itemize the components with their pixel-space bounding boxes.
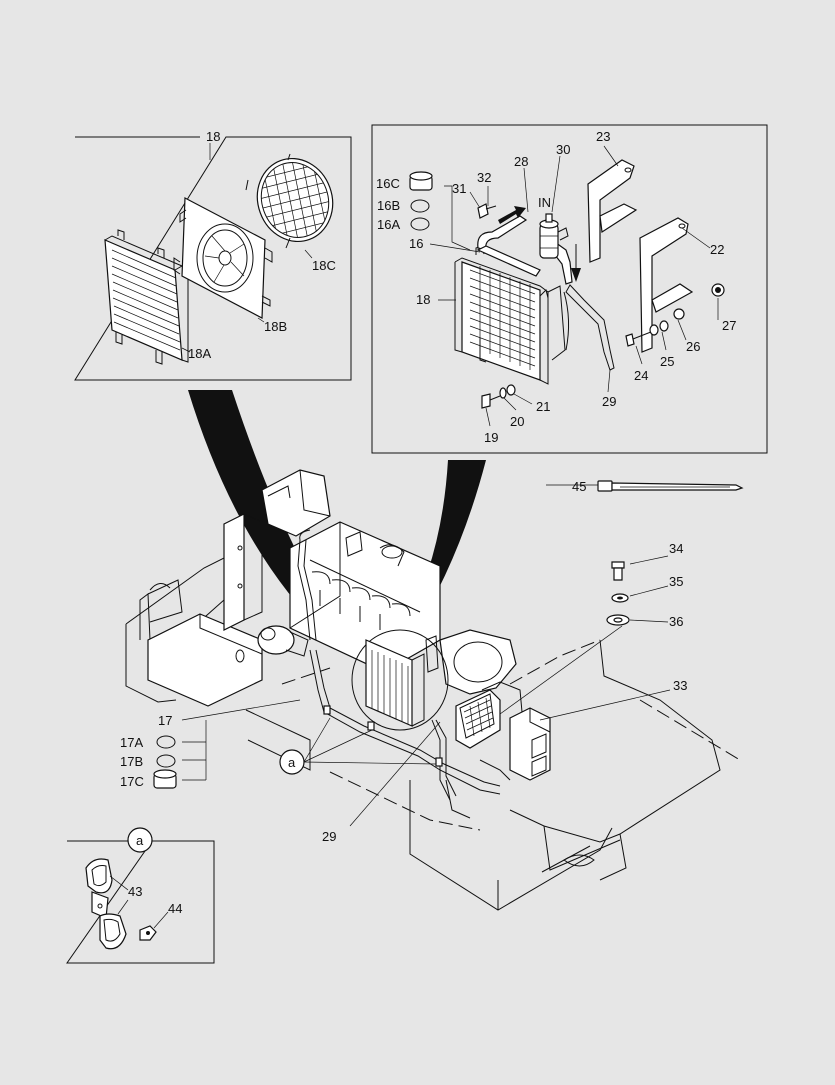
- callout-labels: 18 18A 18B 18C 16C 16B 16A 16 18 31 32 2…: [120, 129, 736, 916]
- detail-ref-circle-a: [279, 749, 305, 775]
- receiver-drier-part: [539, 213, 569, 259]
- label-17A: 17A: [120, 735, 143, 750]
- label-34: 34: [669, 541, 683, 556]
- bolt-washer-set: [606, 561, 630, 626]
- label-a-main: a: [288, 755, 296, 770]
- fan-guard-grille-part: [245, 153, 336, 249]
- label-19: 19: [484, 430, 498, 445]
- hydraulic-tank: [147, 583, 263, 707]
- hardware-bolts-nuts: [409, 171, 725, 409]
- label-16A: 16A: [377, 217, 400, 232]
- leaders-right-box: [429, 145, 719, 427]
- label-44: 44: [168, 901, 182, 916]
- cable-tie-part: [597, 480, 744, 492]
- label-18-right: 18: [416, 292, 430, 307]
- label-16: 16: [409, 236, 423, 251]
- label-43: 43: [128, 884, 142, 899]
- label-18-top: 18: [206, 129, 220, 144]
- label-17C: 17C: [120, 774, 144, 789]
- label-25: 25: [660, 354, 674, 369]
- label-23: 23: [596, 129, 610, 144]
- alternator: [257, 625, 309, 657]
- o-ring-cap-set-17: [153, 735, 177, 789]
- label-26: 26: [686, 339, 700, 354]
- flywheel-housing: [439, 629, 517, 695]
- label-18A: 18A: [188, 346, 211, 361]
- label-28: 28: [514, 154, 528, 169]
- condenser-on-machine: [351, 629, 449, 731]
- label-22: 22: [710, 242, 724, 257]
- detail-box-a: [66, 827, 215, 964]
- label-18C: 18C: [312, 258, 336, 273]
- detail-box-condenser: [371, 124, 768, 454]
- label-17B: 17B: [120, 754, 143, 769]
- label-29-bottom: 29: [322, 829, 336, 844]
- engine-block: [261, 469, 441, 673]
- label-16B: 16B: [377, 198, 400, 213]
- label-16C: 16C: [376, 176, 400, 191]
- label-31: 31: [452, 181, 466, 196]
- label-17: 17: [158, 713, 172, 728]
- leaders-main: [181, 484, 671, 827]
- label-IN: IN: [538, 195, 551, 210]
- label-24: 24: [634, 368, 648, 383]
- flow-arrows: [498, 206, 581, 282]
- label-a-detail: a: [136, 833, 144, 848]
- label-32: 32: [477, 170, 491, 185]
- side-panel: [223, 513, 263, 631]
- label-29-right: 29: [602, 394, 616, 409]
- label-27: 27: [722, 318, 736, 333]
- fan-shroud-part: [173, 197, 273, 319]
- label-45: 45: [572, 479, 586, 494]
- label-36: 36: [669, 614, 683, 629]
- radiator-core-part: [104, 229, 189, 365]
- label-33: 33: [673, 678, 687, 693]
- label-35: 35: [669, 574, 683, 589]
- leaders-box18: [181, 249, 313, 353]
- blower-unit: [455, 681, 551, 781]
- label-18B: 18B: [264, 319, 287, 334]
- label-21: 21: [536, 399, 550, 414]
- mounting-brackets-part: [587, 159, 694, 353]
- label-30: 30: [556, 142, 570, 157]
- label-20: 20: [510, 414, 524, 429]
- condenser-assembly-part: [454, 245, 566, 385]
- hose-clamps: [323, 705, 443, 767]
